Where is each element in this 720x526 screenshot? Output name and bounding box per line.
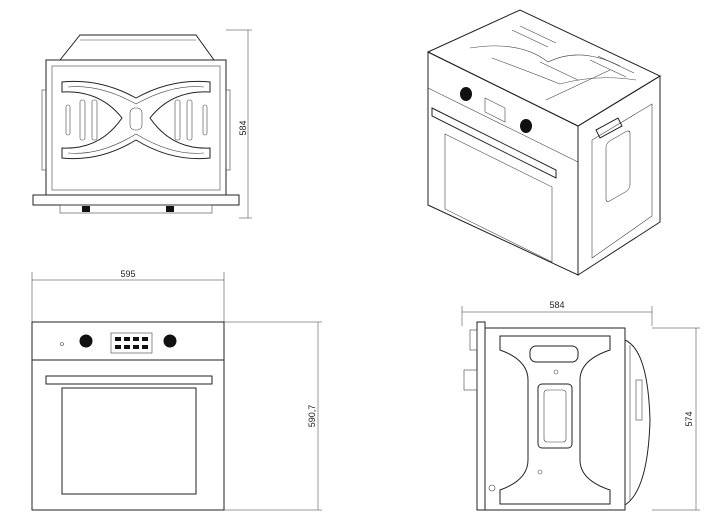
front-view-width-label: 595 bbox=[120, 269, 135, 279]
top-view-height-label: 584 bbox=[238, 120, 248, 135]
side-view-depth-label: 584 bbox=[549, 300, 564, 310]
front-view: 595 590,7 bbox=[31, 269, 322, 511]
isometric-view bbox=[426, 9, 662, 276]
side-view-height-label: 574 bbox=[684, 411, 694, 426]
top-view: 584 bbox=[32, 29, 252, 219]
front-view-height-label: 590,7 bbox=[307, 405, 317, 428]
side-view: 584 574 bbox=[461, 300, 700, 511]
